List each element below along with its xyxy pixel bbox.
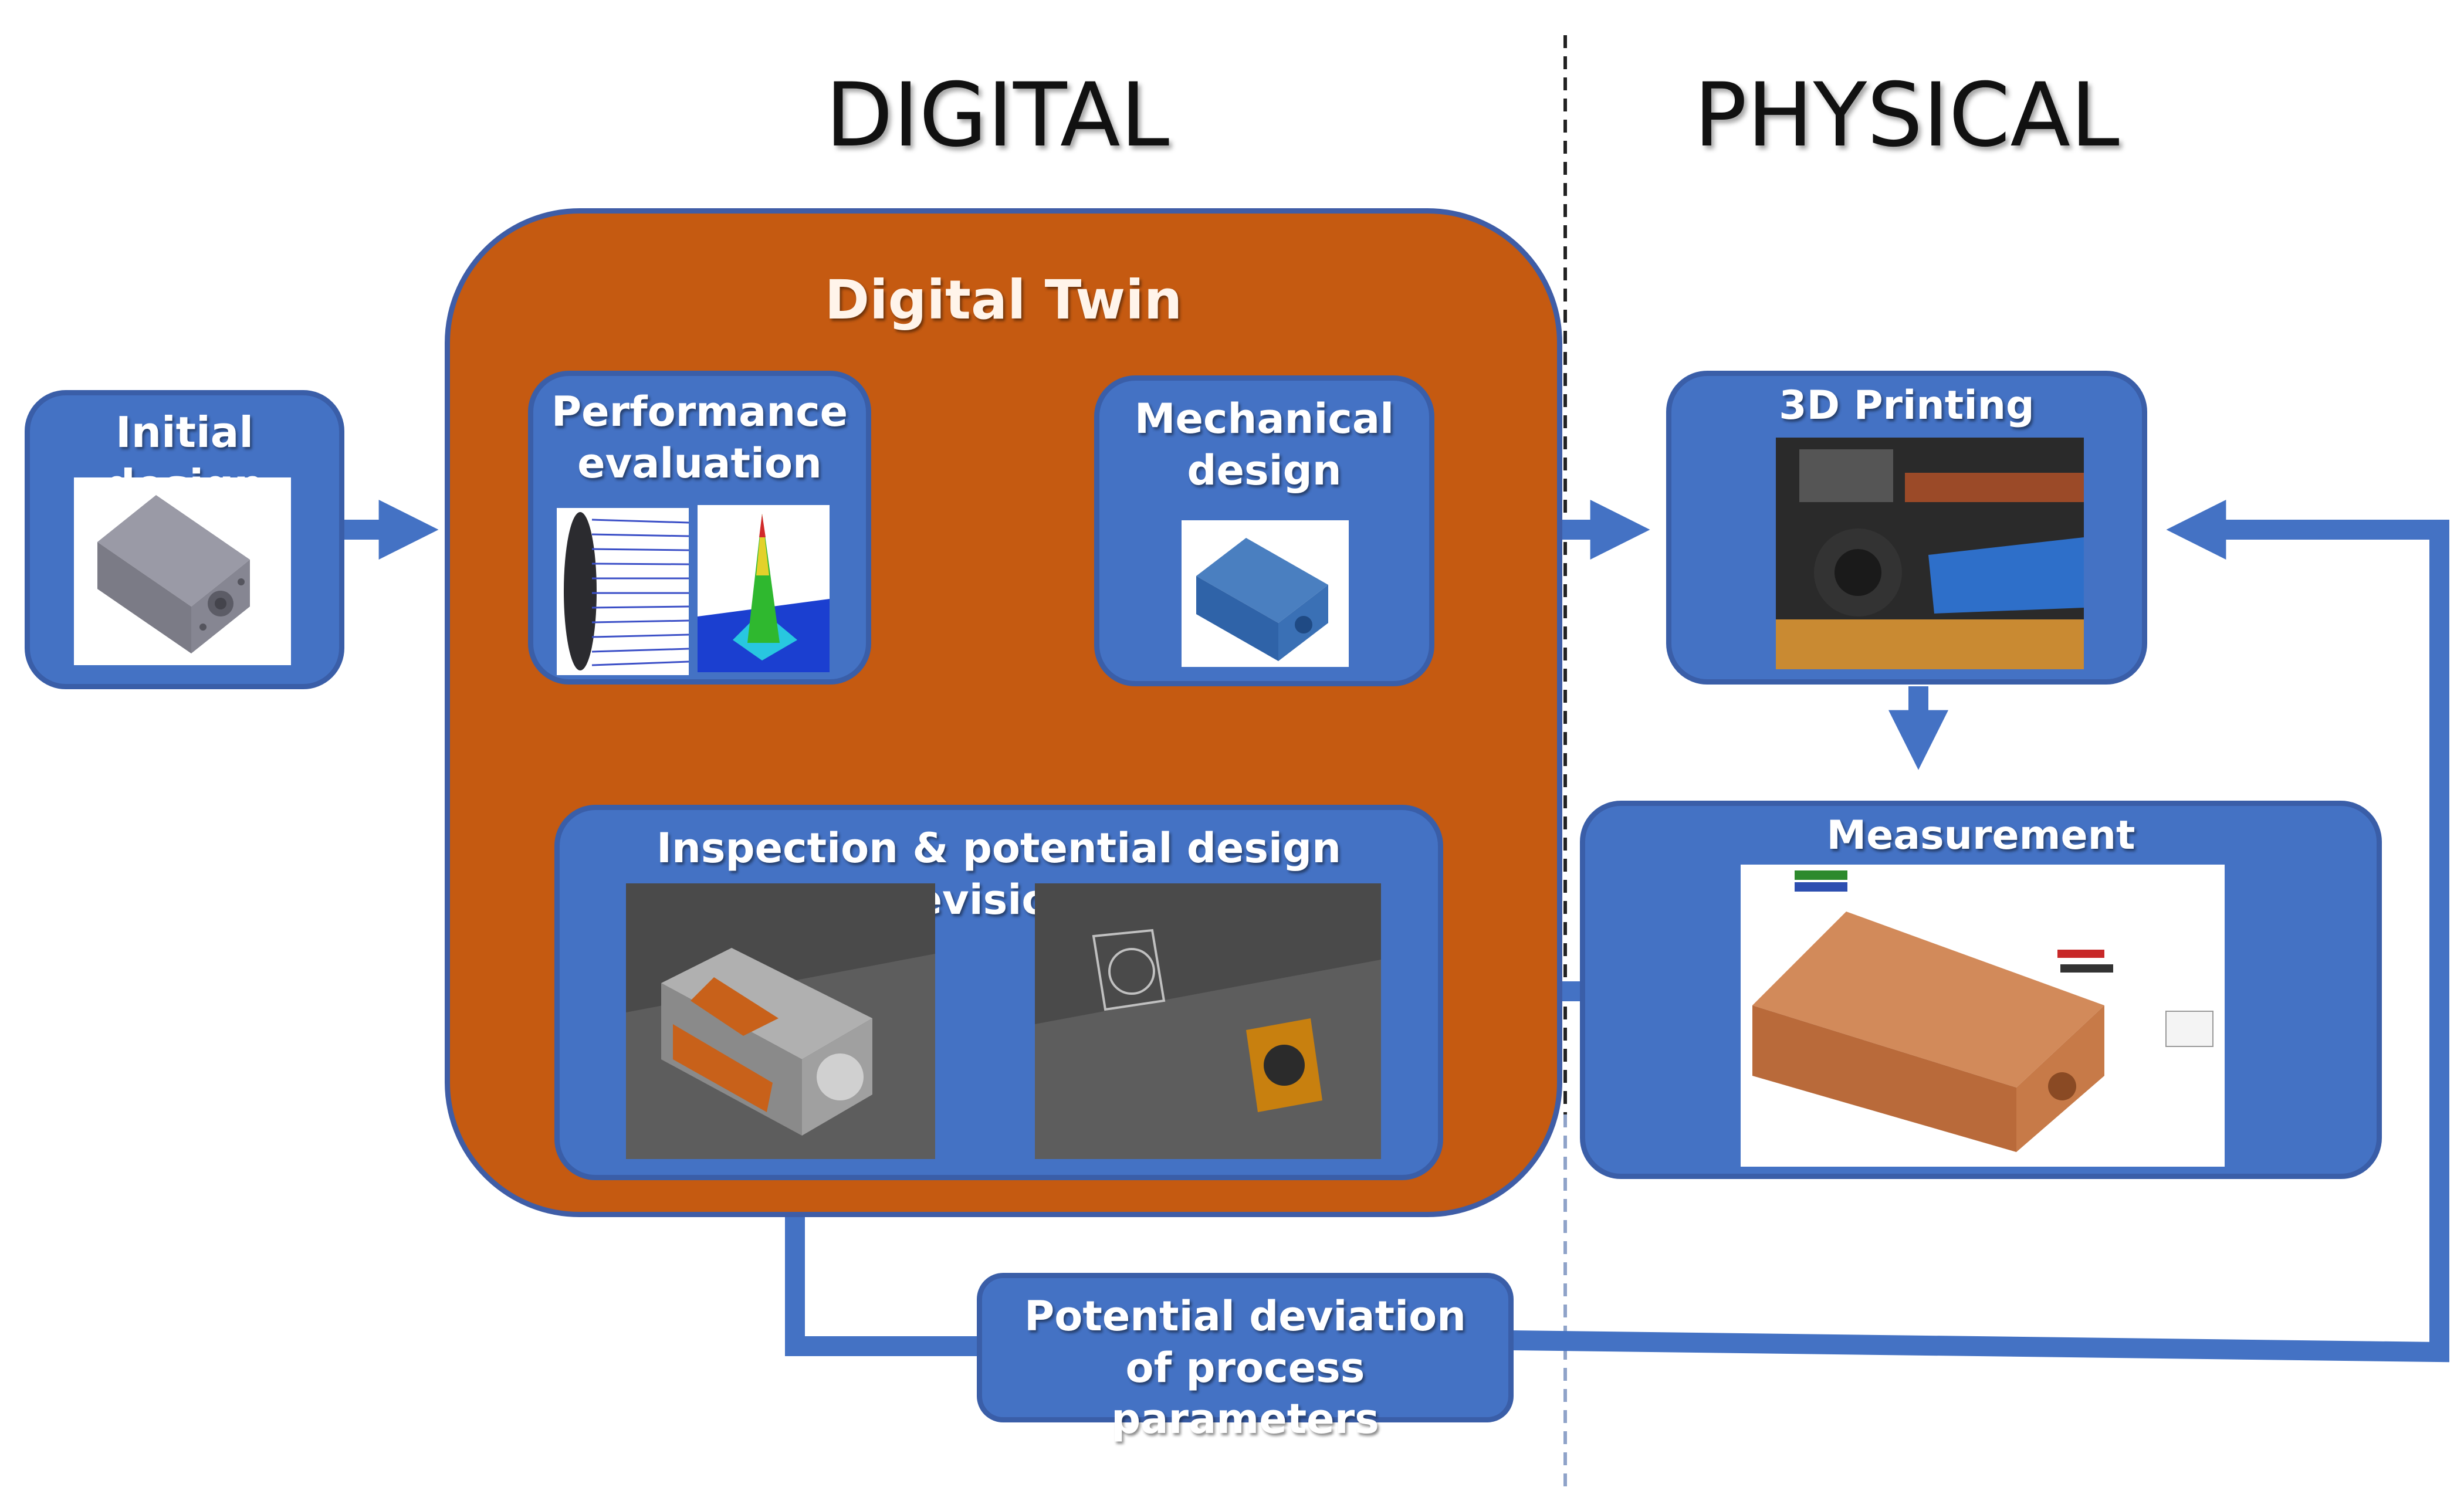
inspection-deviation-render — [626, 883, 935, 1159]
performance-evaluation-box: Performance evaluation — [528, 371, 871, 685]
measurement-label: Measurement — [1826, 812, 2135, 859]
printing-photo — [1776, 438, 2084, 669]
physical-title: PHYSICAL — [1694, 65, 2120, 167]
measurement-render — [1741, 865, 2225, 1167]
printing-label: 3D Printing — [1779, 382, 2035, 429]
mechanical-design-render — [1182, 520, 1349, 667]
line-deviation-to-printing — [1510, 500, 2449, 1363]
printing-box: 3D Printing — [1666, 371, 2147, 685]
performance-evaluation-label: Performance evaluation — [551, 388, 848, 487]
measurement-box: Measurement — [1580, 801, 2382, 1179]
performance-heatmap-image — [698, 505, 830, 672]
line-inspection-to-deviation — [785, 1179, 980, 1356]
inspection-section-render — [1035, 883, 1381, 1159]
digital-twin-title: Digital Twin — [824, 269, 1183, 331]
deviation-box: Potential deviation of process parameter… — [977, 1273, 1514, 1443]
digital-title: DIGITAL — [825, 65, 1170, 167]
mechanical-design-box: Mechanical design — [1094, 375, 1434, 686]
mechanical-design-label: Mechanical design — [1134, 395, 1395, 494]
initial-design-render — [74, 477, 291, 665]
deviation-label: Potential deviation of process parameter… — [1024, 1292, 1467, 1443]
inspection-label: Inspection & potential design revisions — [656, 824, 1341, 924]
inspection-box: Inspection & potential design revisions — [554, 805, 1443, 1180]
performance-fan-image — [557, 508, 689, 675]
initial-design-box: Initial design — [25, 390, 344, 689]
